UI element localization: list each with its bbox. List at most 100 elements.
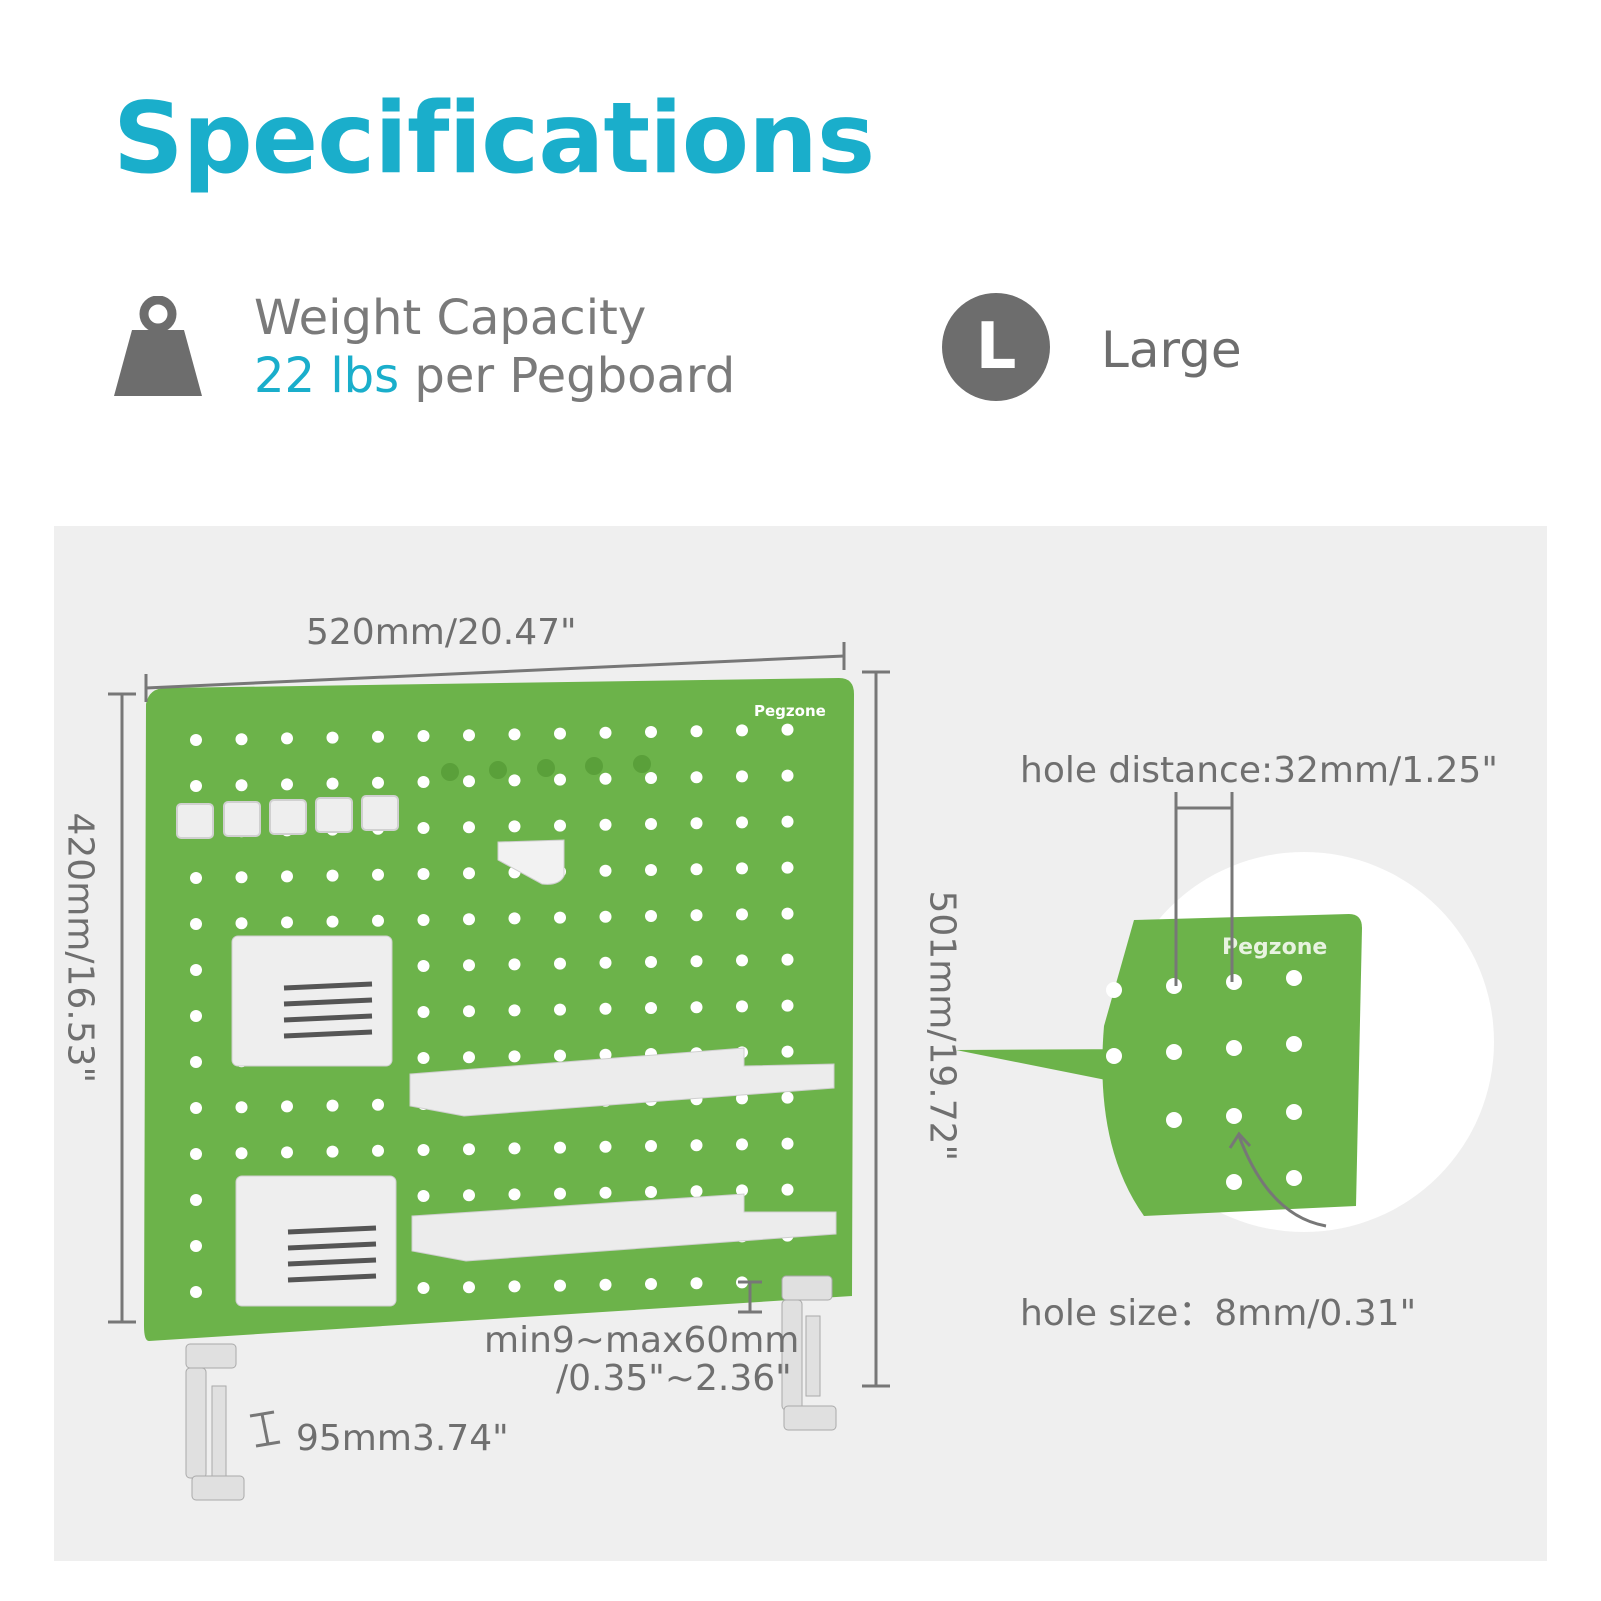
peg-hole xyxy=(235,1101,248,1114)
peg-hole xyxy=(690,1277,703,1290)
weight-suffix: per Pegboard xyxy=(399,348,736,404)
peg-hole xyxy=(463,913,475,926)
peg-hole xyxy=(326,731,339,744)
peg-hole xyxy=(235,1147,248,1160)
peg-hole xyxy=(417,1190,430,1202)
peg-hole xyxy=(326,869,339,882)
peg-hole xyxy=(190,1148,202,1160)
peg-hole xyxy=(190,1286,202,1298)
weight-value: 22 lbs xyxy=(254,348,400,404)
peg-hole xyxy=(281,778,293,791)
peg-hole xyxy=(281,732,293,745)
peg-hole xyxy=(781,953,794,966)
peg-hole xyxy=(781,907,794,920)
peg-hole xyxy=(690,955,703,968)
peg-hole xyxy=(599,1186,612,1199)
peg-hole xyxy=(781,999,794,1012)
pegs xyxy=(441,755,651,781)
peg-hole xyxy=(190,1056,202,1068)
peg-hole xyxy=(690,863,703,876)
peg-hole xyxy=(736,770,748,783)
peg-hole xyxy=(417,914,430,926)
peg-hole xyxy=(736,1138,748,1151)
peg-hole xyxy=(190,734,202,746)
peg-hole xyxy=(554,1049,566,1062)
leg-dimension-label: 95mm3.74" xyxy=(296,1418,509,1459)
peg-hole xyxy=(417,960,430,972)
peg-hole xyxy=(326,1099,339,1112)
peg-hole xyxy=(508,1050,521,1063)
peg-hole xyxy=(372,776,384,789)
shelf-bottom xyxy=(411,1193,837,1262)
peg-hole xyxy=(463,1005,475,1018)
size-badge: L xyxy=(942,293,1050,401)
peg-hole xyxy=(372,914,384,927)
peg-hole xyxy=(781,769,794,782)
pegboard-body xyxy=(144,678,854,1341)
peg-hole xyxy=(508,1004,521,1017)
hole-distance-label: hole distance:32mm/1.25" xyxy=(1020,750,1498,791)
peg-hole xyxy=(463,775,475,788)
peg-hole xyxy=(417,868,430,880)
hole-size-label: hole size：8mm/0.31" xyxy=(1020,1293,1417,1334)
peg-hole xyxy=(417,1006,430,1018)
peg-hole xyxy=(190,1010,202,1022)
clamp-left xyxy=(185,1343,245,1501)
shelf-top xyxy=(409,1047,835,1117)
pegboard-illustration: Pegzone xyxy=(108,642,1494,1501)
peg-hole xyxy=(690,1001,703,1014)
peg-hole xyxy=(645,818,657,830)
peg-hole xyxy=(190,918,202,930)
peg-hole xyxy=(599,818,612,831)
peg-hole xyxy=(690,771,703,784)
peg-hole xyxy=(190,1240,202,1252)
peg-hole xyxy=(508,958,521,971)
peg-hole xyxy=(645,726,657,738)
peg-hole xyxy=(554,1141,566,1154)
basket-bottom xyxy=(235,1175,397,1307)
peg-hole xyxy=(690,817,703,830)
peg-hole xyxy=(781,861,794,874)
peg-hole xyxy=(463,1281,475,1294)
peg-hole xyxy=(235,871,248,884)
peg-hole xyxy=(508,1188,521,1201)
peg-hole xyxy=(781,815,794,828)
peg-hole xyxy=(508,1142,521,1155)
peg-hole xyxy=(372,1144,384,1157)
peg-hole xyxy=(736,1184,748,1197)
peg-hole xyxy=(599,772,612,785)
peg-hole xyxy=(645,864,657,876)
peg-hole xyxy=(736,816,748,829)
peg-hole xyxy=(508,1280,521,1293)
peg-hole xyxy=(599,1048,612,1061)
basket-top xyxy=(231,935,393,1067)
peg-hole xyxy=(508,820,521,833)
peg-hole xyxy=(781,1137,794,1150)
peg-hole xyxy=(645,1002,657,1014)
peg-hole xyxy=(235,733,248,746)
peg-hole xyxy=(645,1186,657,1198)
peg-hole xyxy=(781,723,794,736)
peg-hole xyxy=(554,773,566,786)
peg-hole xyxy=(554,1003,566,1016)
peg-hole xyxy=(554,1279,566,1292)
peg-hole xyxy=(781,1045,794,1058)
clamp-range-label-line2: /0.35"~2.36" xyxy=(556,1358,792,1399)
clamp-range-label-line1: min9~max60mm xyxy=(484,1320,800,1361)
peg-hole xyxy=(599,1002,612,1015)
peg-hole xyxy=(599,1278,612,1291)
peg-hole xyxy=(645,1278,657,1290)
brand-logo: Pegzone xyxy=(754,702,826,720)
headphone-holder xyxy=(497,839,565,885)
weight-capacity-value: 22 lbs per Pegboard xyxy=(254,348,735,404)
weight-capacity-label: Weight Capacity xyxy=(254,290,647,346)
zoom-holes xyxy=(1106,970,1302,1190)
peg-hole xyxy=(463,1051,475,1064)
width-dimension-label: 520mm/20.47" xyxy=(306,612,577,653)
peg-hole xyxy=(281,1100,293,1113)
peg-hole xyxy=(326,1145,339,1158)
peg-hole xyxy=(599,864,612,877)
product-diagram-panel: Pegzone xyxy=(54,526,1547,1561)
peg-hole xyxy=(417,822,430,834)
peg-hole xyxy=(599,910,612,923)
